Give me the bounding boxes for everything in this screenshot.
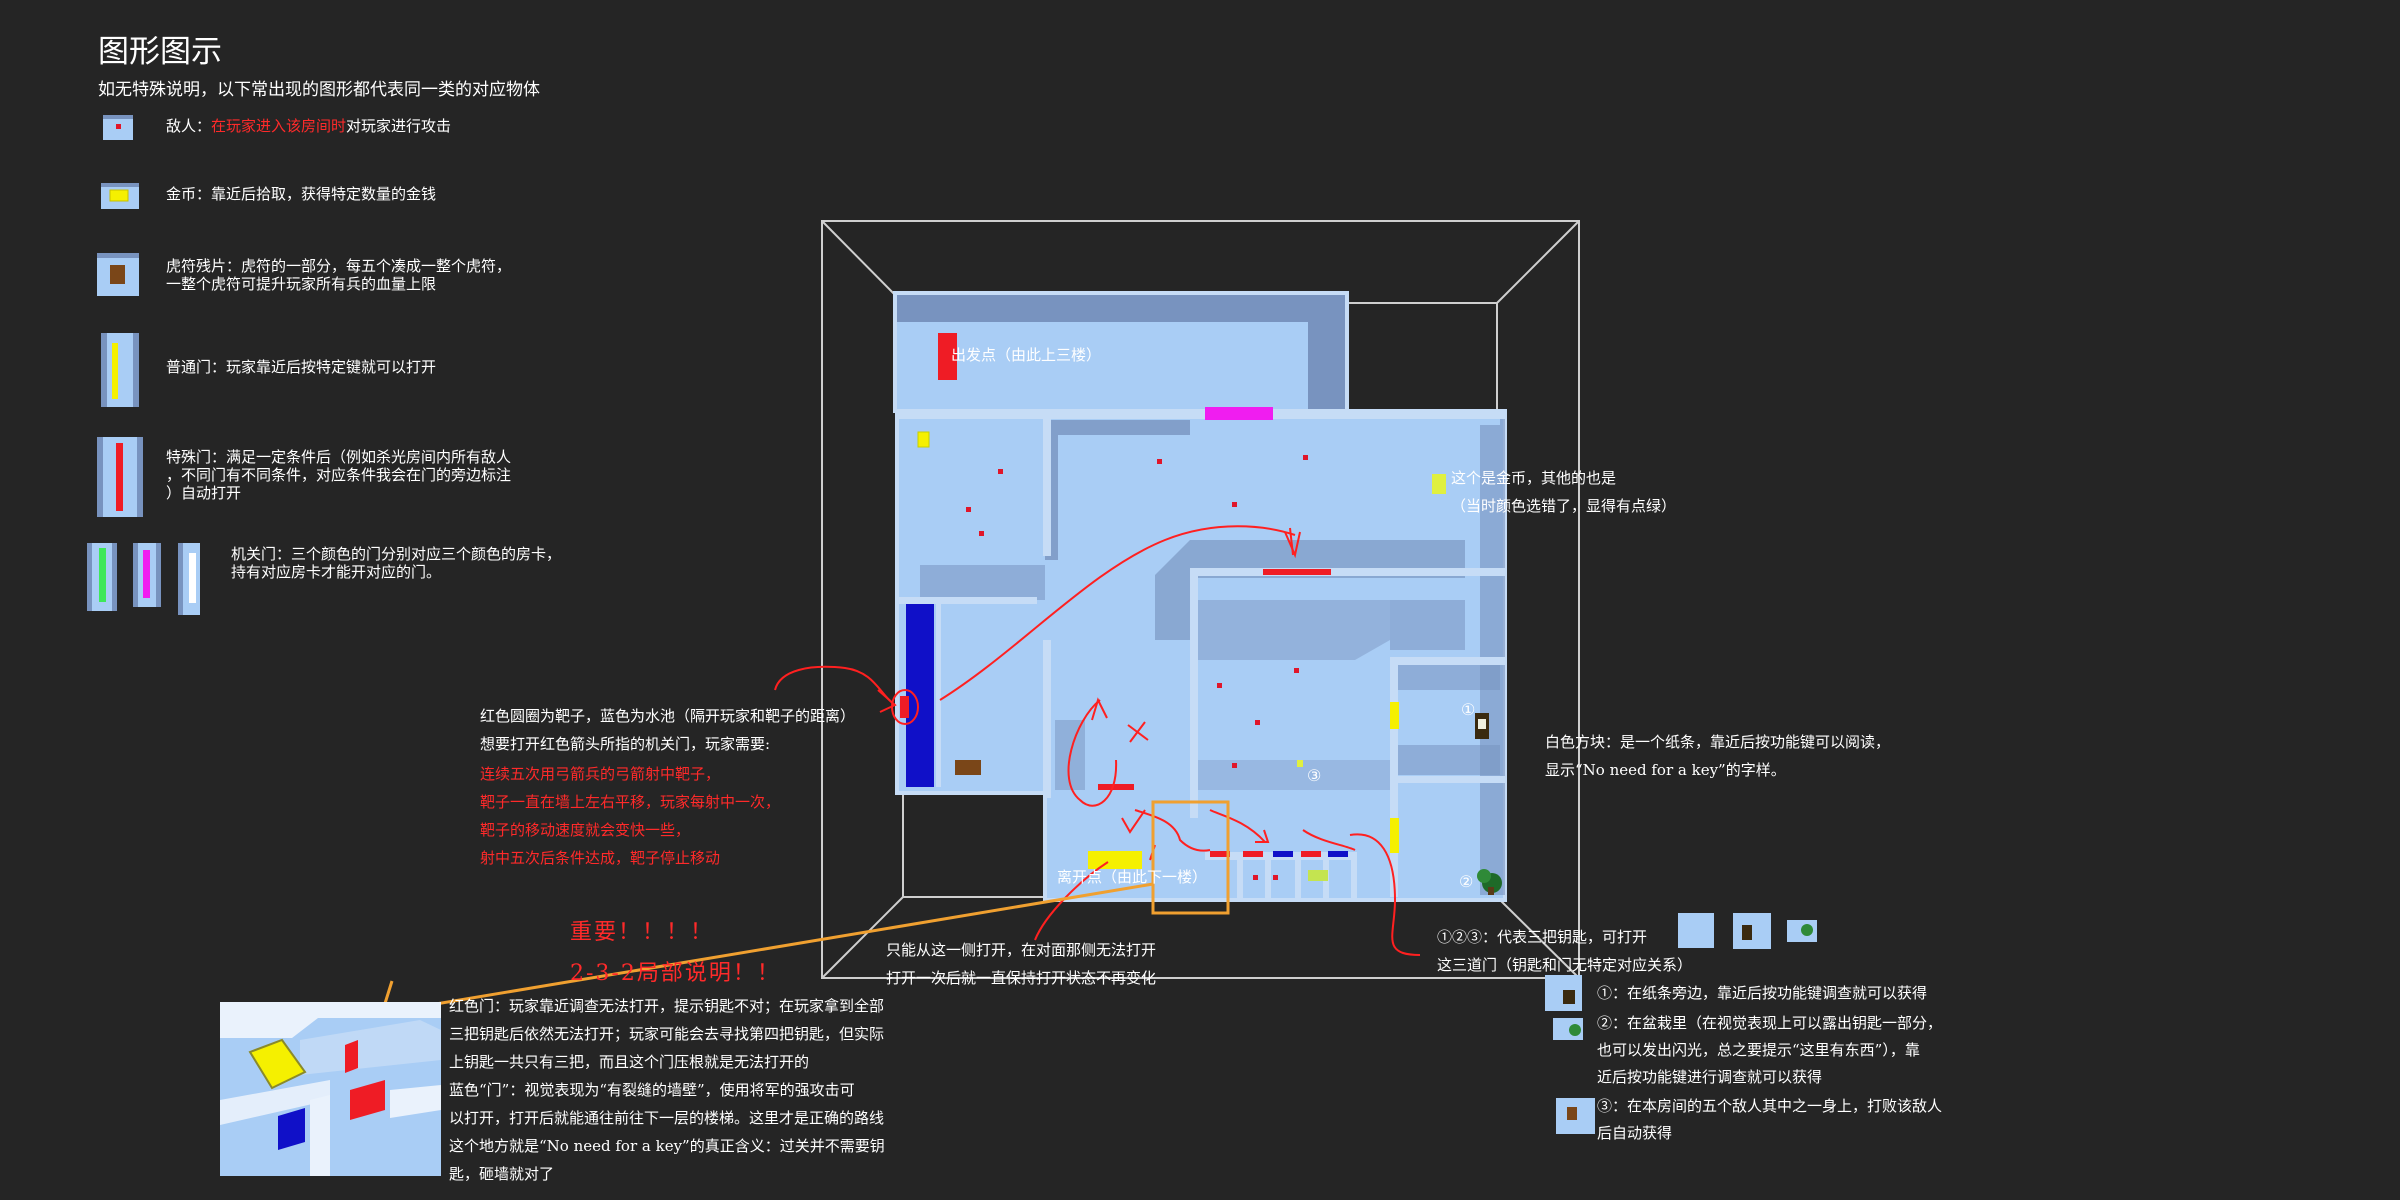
important-note: 重要！！！！	[570, 914, 714, 946]
exit-label: 离开点（由此下一楼）	[1057, 868, 1207, 886]
target-rules: 连续五次用弓箭兵的弓箭射中靶子， 靶子一直在墙上左右平移，玩家每射中一次， 靶子…	[480, 760, 780, 872]
coin-note: 这个是金币，其他的也是 （当时颜色选错了，显得有点绿）	[1451, 464, 1676, 520]
red-door-note: 红色门：玩家靠近调查无法打开，提示钥匙不对；在玩家拿到全部 三把钥匙后依然无法打…	[449, 992, 885, 1188]
special-door-target	[1263, 569, 1331, 575]
coin-marker	[1297, 760, 1303, 767]
target-intro: 红色圆圈为靶子，蓝色为水池（隔开玩家和靶子的距离） 想要打开红色箭头所指的机关门…	[480, 702, 855, 758]
coin-marker	[918, 432, 929, 447]
key-detail-2: ②：在盆栽里（在视觉表现上可以露出钥匙一部分， 也可以发出闪光，总之要提示“这里…	[1597, 1010, 1942, 1091]
key-detail-1: ①：在纸条旁边，靠近后按功能键调查就可以获得	[1597, 980, 1927, 1007]
part-note: 2-3-2局部说明！！	[570, 955, 781, 987]
coin-marker	[1432, 474, 1446, 494]
normal-door-1	[1390, 702, 1399, 729]
coin-marker	[1308, 870, 1328, 881]
normal-door-2	[1390, 818, 1399, 853]
special-door-lower	[1098, 784, 1134, 790]
one-side-note: 只能从这一侧打开，在对面那侧无法打开 打开一次后就一直保持打开状态不再变化	[886, 936, 1156, 992]
key-detail-3: ③：在本房间的五个敌人其中之一身上，打败该敌人 后自动获得	[1597, 1093, 1942, 1147]
target	[900, 696, 909, 718]
exit-marker	[1088, 851, 1142, 869]
paper-note: 白色方块：是一个纸条，靠近后按功能键可以阅读， 显示“No need for a…	[1545, 728, 1890, 784]
water-pool	[906, 604, 934, 787]
inset-detail	[220, 1002, 441, 1176]
magenta-door	[1205, 407, 1273, 420]
key2-label: ②	[1459, 872, 1473, 891]
three-doors-note: ①②③：代表三把钥匙，可打开 这三道门（钥匙和门无特定对应关系）	[1437, 923, 1692, 979]
key3-label: ③	[1307, 766, 1321, 785]
tally-marker	[955, 760, 981, 775]
start-label: 出发点（由此上三楼）	[951, 346, 1101, 364]
paper-icon	[1475, 713, 1489, 739]
key1-label: ①	[1461, 700, 1475, 719]
main-floor	[897, 411, 1505, 900]
